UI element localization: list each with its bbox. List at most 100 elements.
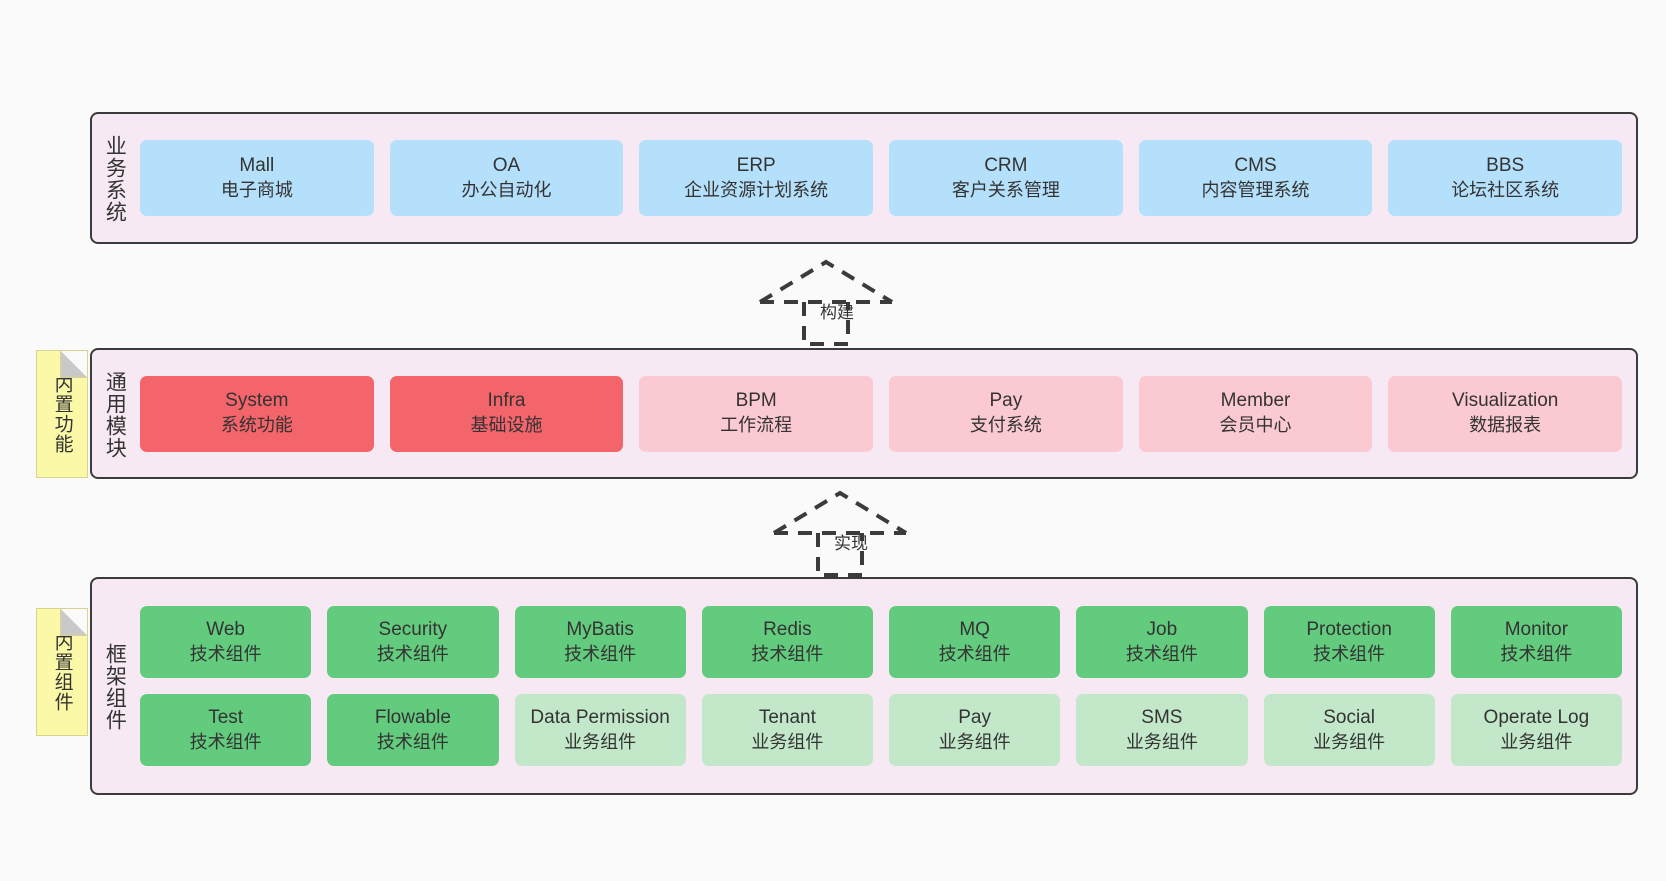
layer-body-common: System 系统功能 Infra 基础设施 BPM 工作流程 Pay 支付系统… — [136, 350, 1636, 477]
card-bbs[interactable]: BBS 论坛社区系统 — [1388, 140, 1623, 216]
card-oa[interactable]: OA 办公自动化 — [389, 140, 624, 216]
card-title-cn: 业务组件 — [564, 731, 637, 752]
card-row: Mall 电子商城 OA 办公自动化 ERP 企业资源计划系统 CRM 客户关系… — [140, 140, 1623, 216]
card-title-cn: 技术组件 — [1500, 643, 1573, 664]
card-title-cn: 技术组件 — [1313, 643, 1386, 664]
card-row: Test 技术组件 Flowable 技术组件 Data Permission … — [140, 694, 1622, 766]
card-title-cn: 技术组件 — [1125, 643, 1198, 664]
card-title-en: Protection — [1306, 618, 1392, 640]
card-monitor[interactable]: Monitor 技术组件 — [1450, 606, 1622, 678]
card-title-en: CMS — [1234, 154, 1277, 176]
card-title-en: Pay — [989, 390, 1023, 412]
arrow-head-triangle — [772, 490, 908, 535]
card-title-cn: 业务组件 — [1313, 731, 1386, 752]
card-title-cn: 技术组件 — [938, 643, 1011, 664]
card-test[interactable]: Test 技术组件 — [140, 694, 312, 766]
card-title-cn: 业务组件 — [1500, 731, 1573, 752]
card-title-en: Job — [1146, 618, 1178, 640]
arrow-build: 构建 — [748, 256, 928, 346]
card-mall[interactable]: Mall 电子商城 — [140, 140, 374, 216]
arrow-head-triangle — [758, 259, 894, 304]
card-title-en: Flowable — [374, 706, 451, 728]
card-title-cn: 内容管理系统 — [1201, 179, 1310, 200]
card-web[interactable]: Web 技术组件 — [140, 606, 312, 678]
card-title-cn: 技术组件 — [376, 731, 449, 752]
card-title-en: Social — [1323, 706, 1375, 728]
card-protection[interactable]: Protection 技术组件 — [1263, 606, 1435, 678]
arrow-stem — [816, 533, 864, 577]
card-title-cn: 客户关系管理 — [951, 179, 1060, 200]
card-title-en: SMS — [1141, 706, 1183, 728]
card-title-cn: 工作流程 — [720, 415, 793, 436]
card-title-en: Web — [206, 618, 245, 640]
layer-body-business: Mall 电子商城 OA 办公自动化 ERP 企业资源计划系统 CRM 客户关系… — [136, 114, 1636, 242]
card-title-en: OA — [492, 154, 521, 176]
card-operate-log[interactable]: Operate Log 业务组件 — [1450, 694, 1622, 766]
card-title-en: Test — [208, 706, 244, 728]
card-title-en: Member — [1220, 390, 1291, 412]
card-title-en: Operate Log — [1483, 706, 1590, 728]
card-social[interactable]: Social 业务组件 — [1263, 694, 1435, 766]
card-title-en: Data Permission — [530, 706, 670, 728]
card-title-en: Mall — [239, 154, 275, 176]
card-title-en: Monitor — [1504, 618, 1569, 640]
card-pay-component[interactable]: Pay 业务组件 — [889, 694, 1061, 766]
card-crm[interactable]: CRM 客户关系管理 — [889, 140, 1123, 216]
card-title-en: Redis — [763, 618, 812, 640]
card-system[interactable]: System 系统功能 — [140, 375, 374, 452]
layer-title-framework: 框架组件 — [103, 643, 127, 731]
card-title-cn: 办公自动化 — [461, 179, 552, 200]
card-member[interactable]: Member 会员中心 — [1138, 375, 1373, 452]
layer-title-common: 通用模块 — [103, 370, 127, 459]
card-title-en: MyBatis — [566, 618, 634, 640]
card-mq[interactable]: MQ 技术组件 — [889, 606, 1061, 678]
card-title-en: Pay — [958, 706, 991, 728]
card-tenant[interactable]: Tenant 业务组件 — [701, 694, 873, 766]
card-title-en: BBS — [1486, 154, 1525, 176]
card-title-en: Security — [378, 618, 448, 640]
card-flowable[interactable]: Flowable 技术组件 — [327, 694, 499, 766]
card-infra[interactable]: Infra 基础设施 — [389, 375, 624, 452]
card-erp[interactable]: ERP 企业资源计划系统 — [639, 140, 874, 216]
card-title-cn: 技术组件 — [564, 643, 637, 664]
layer-title-business: 业务系统 — [103, 135, 127, 223]
card-mybatis[interactable]: MyBatis 技术组件 — [514, 606, 686, 678]
card-job[interactable]: Job 技术组件 — [1076, 606, 1248, 678]
arrow-implement: 实现 — [762, 487, 942, 577]
card-title-cn: 技术组件 — [751, 643, 824, 664]
arrow-stem — [802, 302, 850, 346]
card-title-en: ERP — [736, 154, 776, 176]
card-title-cn: 论坛社区系统 — [1451, 179, 1560, 200]
sticky-note-builtin-components: 内置组件 — [36, 608, 88, 736]
card-title-cn: 企业资源计划系统 — [684, 179, 829, 200]
card-title-en: Visualization — [1452, 390, 1559, 412]
card-row: Web 技术组件 Security 技术组件 MyBatis 技术组件 Redi… — [140, 606, 1622, 678]
card-title-cn: 技术组件 — [189, 731, 262, 752]
card-title-cn: 技术组件 — [376, 643, 449, 664]
card-sms[interactable]: SMS 业务组件 — [1076, 694, 1248, 766]
card-pay-module[interactable]: Pay 支付系统 — [889, 375, 1123, 452]
card-row: System 系统功能 Infra 基础设施 BPM 工作流程 Pay 支付系统… — [140, 375, 1623, 452]
card-title-cn: 基础设施 — [470, 415, 543, 436]
card-title-cn: 数据报表 — [1469, 415, 1542, 436]
card-title-cn: 电子商城 — [220, 179, 293, 200]
card-title-en: System — [225, 390, 289, 412]
arrow-label-implement: 实现 — [834, 534, 868, 553]
card-cms[interactable]: CMS 内容管理系统 — [1138, 140, 1373, 216]
card-title-cn: 技术组件 — [189, 643, 262, 664]
card-redis[interactable]: Redis 技术组件 — [701, 606, 873, 678]
card-title-cn: 业务组件 — [751, 731, 824, 752]
card-security[interactable]: Security 技术组件 — [327, 606, 499, 678]
card-title-en: BPM — [735, 390, 777, 412]
arrow-label-build: 构建 — [820, 303, 854, 322]
card-title-cn: 支付系统 — [969, 415, 1042, 436]
card-title-cn: 系统功能 — [220, 415, 293, 436]
card-visualization[interactable]: Visualization 数据报表 — [1388, 375, 1623, 452]
card-bpm[interactable]: BPM 工作流程 — [639, 375, 874, 452]
card-data-permission[interactable]: Data Permission 业务组件 — [514, 694, 686, 766]
card-title-cn: 业务组件 — [938, 731, 1011, 752]
card-title-en: CRM — [984, 154, 1028, 176]
card-title-cn: 业务组件 — [1125, 731, 1198, 752]
card-title-en: Tenant — [758, 706, 816, 728]
